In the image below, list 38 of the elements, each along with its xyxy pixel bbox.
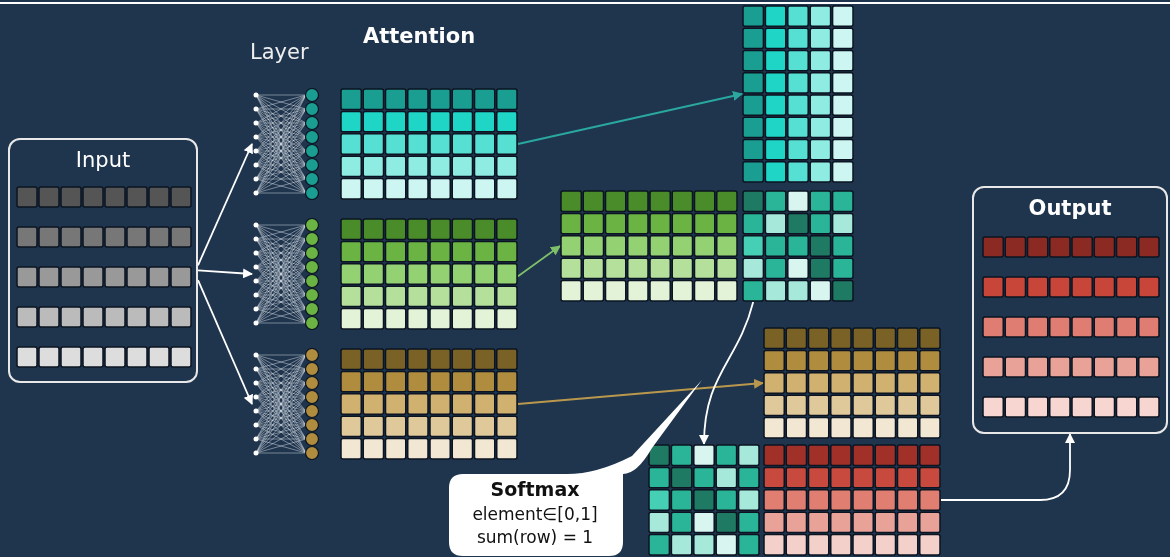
vector-bar xyxy=(16,186,192,208)
arrow xyxy=(517,378,764,405)
panel-title: Output xyxy=(1027,196,1113,220)
arrow xyxy=(517,245,561,278)
matrix-grid xyxy=(340,88,518,200)
neural-layer-drawing xyxy=(252,218,320,330)
matrix-grid xyxy=(742,190,854,302)
vector-bar xyxy=(982,236,1160,258)
callout-text: element∈[0,1] sum(row) = 1 xyxy=(471,503,599,549)
neural-layer-drawing xyxy=(252,88,320,200)
arrow xyxy=(517,91,743,145)
matrix-grid xyxy=(560,190,738,302)
vector-bar xyxy=(982,276,1160,298)
vector-bar xyxy=(16,266,192,288)
vector-bar xyxy=(16,226,192,248)
arrow xyxy=(197,143,253,267)
matrix-grid xyxy=(340,348,518,460)
vector-bar xyxy=(982,316,1160,338)
matrix-grid xyxy=(742,5,854,183)
vector-bar xyxy=(982,356,1160,378)
panel-title: Input xyxy=(74,148,132,172)
vector-bar xyxy=(16,306,192,328)
neural-layer-drawing xyxy=(252,348,320,460)
output-panel xyxy=(972,186,1168,434)
matrix-grid xyxy=(340,218,518,330)
matrix-grid xyxy=(763,444,941,556)
vector-bar xyxy=(982,396,1160,418)
layer-label: Layer xyxy=(250,40,309,64)
arrow xyxy=(940,433,1075,501)
matrix-grid xyxy=(763,327,941,439)
arrow xyxy=(699,301,755,445)
arrow xyxy=(197,268,253,279)
matrix-grid xyxy=(648,444,760,556)
input-panel xyxy=(8,138,198,383)
vector-bar xyxy=(16,346,192,368)
callout-title: Softmax xyxy=(489,478,581,500)
arrow xyxy=(197,279,253,405)
title: Attention xyxy=(363,24,476,48)
